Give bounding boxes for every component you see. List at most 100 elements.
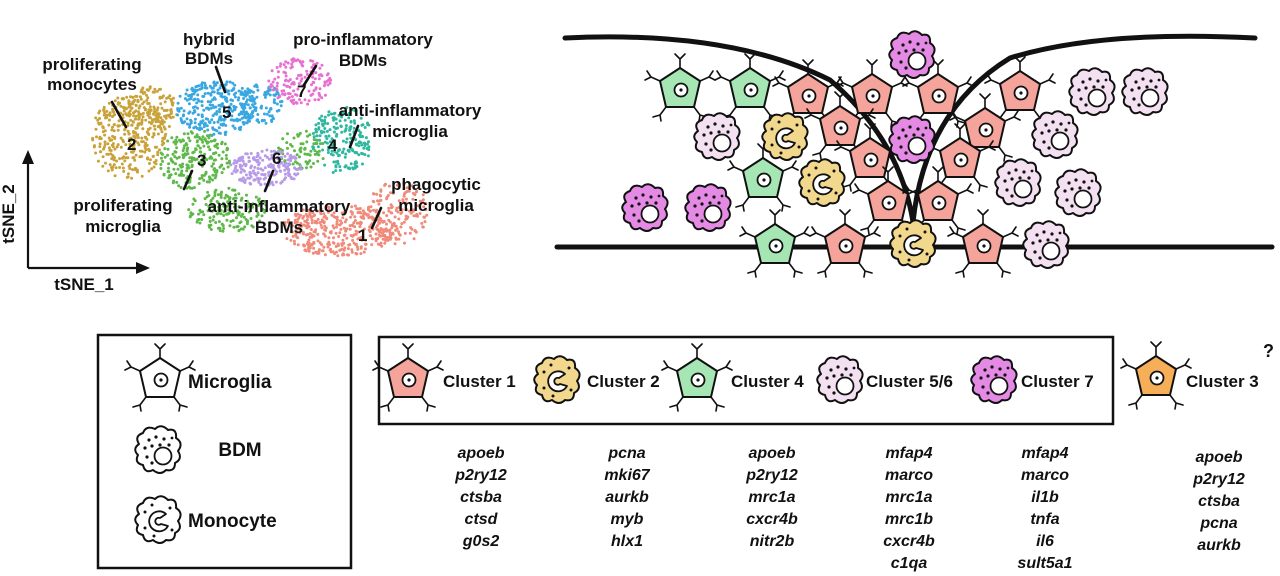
tsne-cell-point <box>399 225 403 229</box>
tsne-cell-point <box>353 215 357 219</box>
tsne-cell-point <box>359 252 363 256</box>
tsne-cell-point <box>244 152 248 156</box>
tsne-cell-point <box>330 137 334 141</box>
gene: nitr2b <box>750 533 795 550</box>
bdm-icon <box>1068 67 1116 116</box>
tsne-cell-point <box>235 169 239 172</box>
tsne-cell-point <box>206 117 210 121</box>
tsne-cell-point <box>242 92 246 96</box>
tsne-cell-point <box>296 167 300 171</box>
tsne-cell-point <box>136 123 140 127</box>
tsne-cell-point <box>239 157 243 161</box>
tsne-cell-point <box>396 181 400 185</box>
tsne-cell-point <box>299 60 302 64</box>
gene: aurkb <box>1197 537 1241 554</box>
tsne-cell-point <box>242 215 246 219</box>
tsne-cell-point <box>189 214 193 218</box>
tsne-cell-point <box>227 208 231 212</box>
tsne-cell-point <box>424 208 428 212</box>
gene: c1qa <box>891 555 928 572</box>
tsne-cell-point <box>247 210 251 214</box>
bdm-icon <box>684 183 732 232</box>
tsne-cell-point <box>234 193 237 197</box>
monocyte-icon <box>889 219 937 268</box>
tsne-cell-point <box>217 131 221 135</box>
tsne-cell-point <box>321 122 324 126</box>
tsne-cell-point <box>161 152 164 156</box>
tsne-cell-point <box>208 216 212 220</box>
tsne-cell-point <box>378 243 382 247</box>
tsne-cell-point <box>396 210 400 214</box>
tsne-cell-point <box>330 149 334 153</box>
tsne-cell-point <box>201 156 205 160</box>
tsne-cell-point <box>312 81 316 84</box>
cluster-number-2: 2 <box>127 135 136 154</box>
tsne-cell-point <box>350 250 354 254</box>
tsne-cell-point <box>185 117 189 121</box>
tsne-cell-point <box>129 144 133 147</box>
tsne-cell-point <box>160 106 164 110</box>
tsne-cell-point <box>352 221 356 225</box>
tsne-cell-point <box>318 73 322 77</box>
tsne-cell-point <box>341 216 345 220</box>
gene: hlx1 <box>611 533 643 550</box>
tsne-cell-point <box>196 113 200 117</box>
tsne-cell-point <box>369 205 373 209</box>
tsne-cell-point <box>237 89 241 93</box>
tsne-cell-point <box>116 143 120 147</box>
cluster-number-1: 1 <box>358 226 367 245</box>
tsne-cell-point <box>338 223 342 227</box>
tsne-cell-point <box>385 229 389 233</box>
tsne-cell-point <box>303 147 307 151</box>
tsne-cell-point <box>403 241 406 245</box>
tsne-cell-point <box>230 172 234 176</box>
tsne-cell-point <box>264 176 267 180</box>
tsne-cell-point <box>346 166 350 170</box>
tsne-cell-point <box>412 208 415 212</box>
gene: p2ry12 <box>454 467 507 484</box>
tsne-cell-point <box>282 63 286 67</box>
tsne-cell-point <box>243 225 247 229</box>
tsne-cell-point <box>194 148 198 152</box>
tsne-cell-point <box>286 158 290 162</box>
tsne-cell-point <box>284 74 288 78</box>
gene-list-cluster-2: pcna mki67 aurkb myb hlx1 <box>604 445 650 550</box>
tsne-cell-point <box>125 95 129 99</box>
tsne-cell-point <box>208 148 212 152</box>
tsne-cell-point <box>388 228 392 232</box>
tsne-cell-point <box>225 161 229 165</box>
tsne-cell-point <box>308 213 312 217</box>
tsne-cell-point <box>166 139 170 143</box>
tsne-cell-point <box>175 156 179 160</box>
label-proliferating-microglia-2: microglia <box>85 217 161 236</box>
tsne-cell-point <box>313 152 317 156</box>
tsne-cell-point <box>206 91 210 95</box>
tsne-cell-point <box>289 238 293 242</box>
tsne-cell-point <box>126 172 130 176</box>
tsne-cell-point <box>187 136 191 140</box>
tsne-cell-point <box>219 196 223 199</box>
tsne-cell-point <box>354 251 358 255</box>
tsne-cell-point <box>323 82 327 85</box>
tsne-cell-point <box>160 156 163 160</box>
tsne-cell-point <box>119 104 123 108</box>
tsne-cell-point <box>139 90 143 94</box>
gene: p2ry12 <box>1192 471 1245 488</box>
tsne-cell-point <box>323 253 327 257</box>
tsne-cell-point <box>320 114 324 118</box>
tsne-cell-point <box>144 118 148 122</box>
tsne-cell-point <box>143 150 147 154</box>
tsne-cell-point <box>167 125 171 128</box>
tsne-cell-point <box>249 166 253 170</box>
tsne-cell-point <box>229 219 233 223</box>
tsne-cell-point <box>182 132 186 136</box>
tsne-cell-point <box>140 174 144 178</box>
tsne-cell-point <box>231 81 235 85</box>
tsne-cell-point <box>234 91 238 95</box>
tsne-cell-point <box>218 229 222 233</box>
tsne-cell-point <box>341 111 345 115</box>
tsne-plot: tSNE_1 tSNE_2 1 2 3 4 5 6 7 proliferatin… <box>0 30 482 294</box>
tsne-cell-point <box>306 215 310 219</box>
tsne-cell-point <box>329 78 333 82</box>
tsne-cell-point <box>175 140 179 144</box>
